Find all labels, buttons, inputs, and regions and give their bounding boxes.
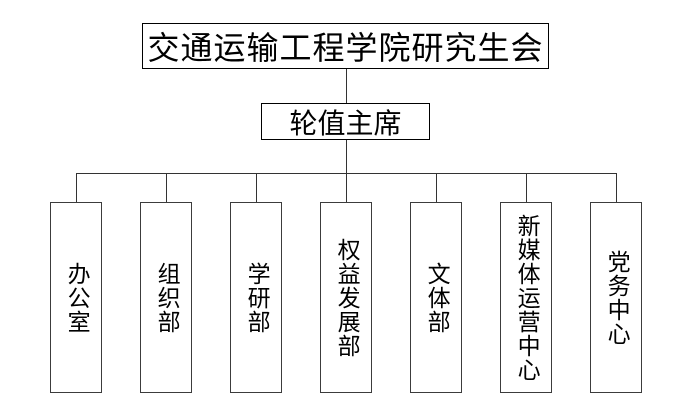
dept-label: 党务中心 <box>604 249 630 346</box>
org-chair-box: 轮值主席 <box>261 103 430 140</box>
dept-label: 文体部 <box>424 261 450 334</box>
dept-box-new-media: 新媒体运营中心 <box>500 202 552 393</box>
dept-label: 新媒体运营中心 <box>514 213 540 382</box>
connector-drop-organization <box>166 173 167 202</box>
dept-label: 权益发展部 <box>334 237 360 358</box>
dept-box-party-affairs: 党务中心 <box>590 202 642 393</box>
dept-box-rights-development: 权益发展部 <box>320 202 372 393</box>
connector-drop-office <box>76 173 77 202</box>
connector-drop-new-media <box>526 173 527 202</box>
connector-root-to-chair <box>346 69 347 103</box>
connector-drop-party-affairs <box>616 173 617 202</box>
dept-box-study-research: 学研部 <box>230 202 282 393</box>
dept-label: 组织部 <box>154 261 180 334</box>
connector-drop-culture-sports <box>436 173 437 202</box>
connector-drop-rights-development <box>346 173 347 202</box>
dept-box-organization: 组织部 <box>140 202 192 393</box>
dept-box-office: 办公室 <box>50 202 102 393</box>
org-root-box: 交通运输工程学院研究生会 <box>142 23 549 69</box>
dept-label: 办公室 <box>64 261 90 334</box>
dept-box-culture-sports: 文体部 <box>410 202 462 393</box>
connector-drop-study-research <box>256 173 257 202</box>
connector-chair-to-bus <box>346 140 347 173</box>
dept-label: 学研部 <box>244 261 270 334</box>
